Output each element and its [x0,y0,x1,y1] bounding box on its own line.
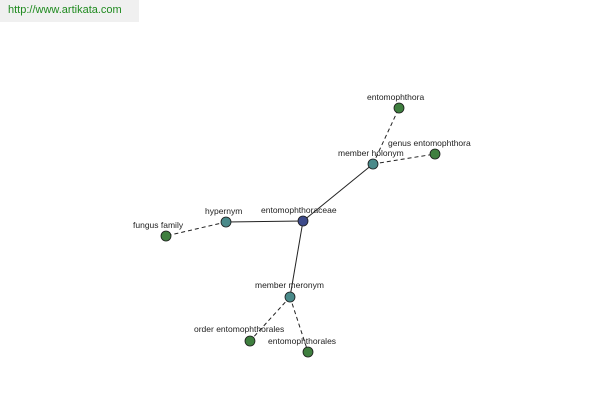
node-center-label: entomophthoraceae [261,205,337,215]
site-url-link[interactable]: http://www.artikata.com [8,4,122,16]
node-genus-entomophthora-label: genus entomophthora [388,138,471,148]
node-entomophthorales[interactable]: entomophthorales [268,336,336,358]
edge-center-to-hypernym [225,220,304,223]
node-genus-entomophthora[interactable]: genus entomophthora [388,138,471,160]
node-member-holonym[interactable]: member holonym [338,148,404,170]
node-member-holonym-label: member holonym [338,148,404,158]
node-genus-entomophthora-marker[interactable] [429,148,441,160]
node-layer: entomophthoraceae hypernym member holonym m… [133,92,471,358]
node-center[interactable]: entomophthoraceae [261,205,337,227]
url-banner: http://www.artikata.com [0,0,139,22]
node-fungus-family[interactable]: fungus family [133,220,184,242]
node-center-marker[interactable] [297,215,309,227]
node-order-entomophthorales-label: order entomophthorales [194,324,284,334]
node-entomophthora-marker[interactable] [393,102,405,114]
node-member-holonym-marker[interactable] [367,158,379,170]
edge-member-meronym-to-entomophthorales [289,296,309,353]
node-member-meronym-marker[interactable] [284,291,296,303]
node-order-entomophthorales-marker[interactable] [244,335,256,347]
edge-center-to-member-meronym [289,220,304,298]
edge-layer [165,107,436,353]
node-fungus-family-label: fungus family [133,220,184,230]
node-entomophthora[interactable]: entomophthora [367,92,424,114]
node-order-entomophthorales[interactable]: order entomophthorales [194,324,284,347]
node-member-meronym-label: member meronym [255,280,324,290]
node-hypernym[interactable]: hypernym [205,206,242,228]
node-member-meronym[interactable]: member meronym [255,280,324,303]
edge-hypernym-to-fungus-family [165,221,227,237]
node-entomophthorales-marker[interactable] [302,346,314,358]
edge-member-meronym-to-order-entomophthorales [249,296,291,342]
edge-member-holonym-to-genus-entomophthora [372,153,436,165]
edge-member-holonym-to-entomophthora [372,107,400,165]
edge-center-to-member-holonym [302,163,374,222]
node-fungus-family-marker[interactable] [160,230,172,242]
node-entomophthorales-label: entomophthorales [268,336,336,346]
node-entomophthora-label: entomophthora [367,92,424,102]
node-hypernym-marker[interactable] [220,216,232,228]
node-hypernym-label: hypernym [205,206,242,216]
